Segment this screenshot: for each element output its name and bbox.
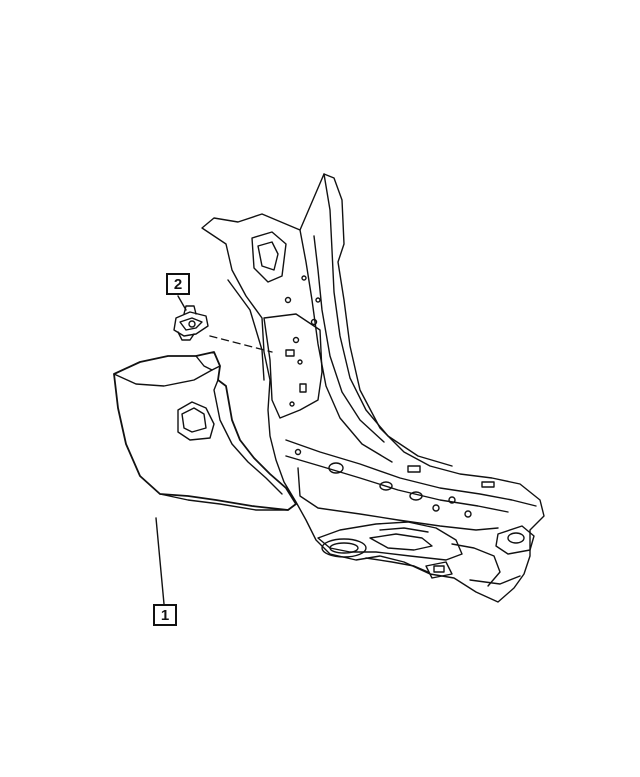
leader-line-1 bbox=[155, 517, 165, 605]
cowl-side-trim-panel bbox=[113, 351, 297, 511]
body-structure bbox=[201, 173, 545, 603]
alignment-dash-line bbox=[209, 335, 273, 353]
clip-part bbox=[173, 305, 209, 341]
leader-line-2 bbox=[177, 295, 187, 311]
callout-2[interactable]: 2 bbox=[166, 273, 190, 295]
callout-1[interactable]: 1 bbox=[153, 604, 177, 626]
